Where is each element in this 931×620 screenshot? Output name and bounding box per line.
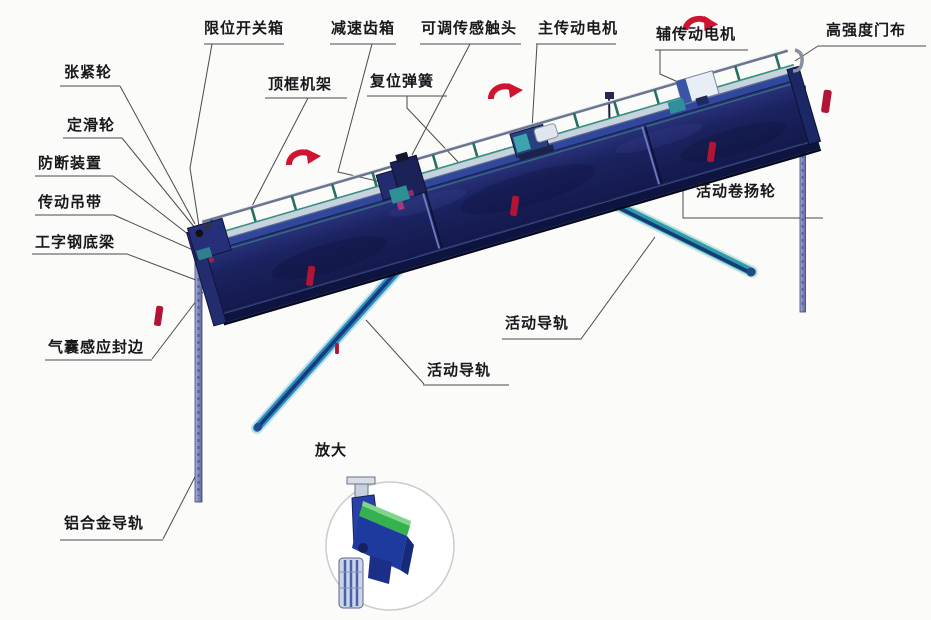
label-anti-break-device: 防断装置 <box>38 154 103 172</box>
label-limit-switch-box: 限位开关箱 <box>204 19 285 37</box>
label-airbag-sensing-edge: 气囊感应封边 <box>48 338 145 356</box>
label-main-drive-motor: 主传动电机 <box>538 19 619 37</box>
detail-circle <box>325 476 455 611</box>
door-curtain <box>203 79 818 314</box>
label-top-frame-rack: 顶框机架 <box>268 75 333 93</box>
label-magnified-view: 放大 <box>315 441 348 459</box>
leader-lines <box>32 43 926 541</box>
right-end-cap <box>786 65 822 146</box>
fabric-hook <box>792 48 804 73</box>
main-motor <box>509 123 559 161</box>
label-movable-guide-rail-mid: 活动导轨 <box>427 361 492 379</box>
label-drive-strap: 传动吊带 <box>38 193 103 211</box>
label-aux-drive-motor: 辅传动电机 <box>656 25 737 43</box>
label-adjustable-sensor-contact: 可调传感触头 <box>421 19 518 37</box>
left-end-cluster <box>186 217 232 327</box>
label-reduction-gearbox: 减速齿箱 <box>331 19 396 37</box>
label-tension-wheel: 张紧轮 <box>64 63 113 81</box>
label-i-beam-bottom-rail: 工字钢底梁 <box>35 233 116 251</box>
label-movable-guide-rail-right: 活动导轨 <box>505 314 570 332</box>
bottom-beam <box>220 138 822 326</box>
label-movable-winch-wheel: 活动卷扬轮 <box>696 182 777 200</box>
label-fixed-pulley: 定滑轮 <box>67 116 116 134</box>
curtain-panel-seam <box>421 126 660 249</box>
door-assembly <box>186 48 822 327</box>
label-aluminum-guide-rail: 铝合金导轨 <box>64 514 145 532</box>
aux-motor <box>667 70 720 115</box>
movable-rail-left <box>251 243 423 434</box>
gearbox-cluster <box>375 151 428 211</box>
label-return-spring: 复位弹簧 <box>370 72 435 90</box>
label-high-strength-door-fabric: 高强度门布 <box>826 21 907 39</box>
